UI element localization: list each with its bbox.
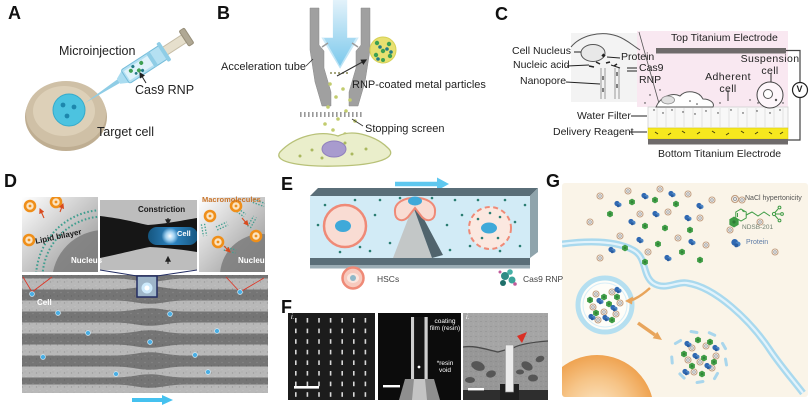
panel-b-letter: B [217,3,230,23]
nucleic-acid-label: Nucleic acid [513,59,570,71]
nanopore-label: Nanopore [520,75,567,87]
adherent-cell-label: Adherent cell [705,71,751,95]
voltmeter-label: V [796,83,803,94]
f-sub-label-2: i. [466,314,470,321]
macromolecules-label: Macromolecules [202,195,261,204]
scale-bar [294,386,319,389]
sem-zoom-lines [22,276,265,293]
cell-sem-label: Cell [37,298,52,307]
nanostraw-array-image [288,313,375,400]
cell-nucleus-label: Cell Nucleus [512,45,571,57]
stopping-screen-label: Stopping screen [365,123,445,135]
label-pointer-lines-c [565,51,647,133]
scale-bar [468,388,484,391]
acceleration-tube-icon [309,0,371,107]
ndsb-legend-label: NDSB-201 [742,224,774,231]
hscs-legend-label: HSCs [377,274,400,284]
uptake-arrow-icon [631,287,651,302]
panel-g-letter: G [546,171,561,191]
nucleus-right-label: Nucleus [238,256,270,265]
rnp-pointer-arrow [336,59,368,77]
f-sub-label-1: i. [291,314,295,321]
hsc-legend-icon [341,266,365,290]
microfluidic-channel-illustration [310,188,538,269]
top-electrode-label: Top Titanium Electrode [671,32,778,44]
filter-layer [647,106,789,129]
panel-e-letter: E [281,174,294,194]
sem-channel-image [22,269,268,393]
nanopore-inset-bg [571,33,637,102]
panel-a-letter: A [8,3,21,23]
microinjection-label: Microinjection [59,44,136,58]
zoom-line [638,31,661,108]
reagent-layer [647,127,789,140]
ndsb-structure-icon [735,205,784,223]
cell-channel-label: Cell [177,229,191,238]
coating-film-label: coating film (resin) [429,318,461,333]
cas9-pointer-arrow [139,71,147,84]
scale-bar [383,385,400,388]
target-cell-illustration [25,81,107,151]
nucleus-left-label: Nucleus [71,256,103,265]
nanopore-inset [570,33,641,99]
permeabilized-cell [468,206,512,250]
adherent-cell-icon [655,90,729,108]
panel-f-letter: F [281,297,292,317]
nanostraw-cell-tem-image [463,313,548,400]
red-arrowhead-icon [517,332,527,343]
stopping-screen-icon [300,112,362,117]
molecule-specks-c [644,89,784,104]
release-arrow-icon [636,321,657,337]
nacl-legend-icon [730,194,740,204]
circuit-wires [786,49,801,141]
itop-illustration [562,183,808,397]
acceleration-tube-label: Acceleration tube [221,61,306,73]
electrode-top [656,48,786,54]
flow-arrow-icon-d [132,395,173,405]
syringe-icon [85,27,194,103]
suspension-cell-label: Suspension cell [740,53,800,77]
panel-c-letter: C [495,4,508,24]
voltmeter-icon [791,81,809,99]
cas9-legend-icon [498,269,517,286]
macromolecule-release-illustration [199,197,265,272]
tube-pointer-line [305,58,314,67]
cell-illustration-b [278,132,392,167]
screen-pointer-line [351,118,364,127]
vesicle-icon [575,275,635,335]
cas9-rnp-label-c: Cas9 RNP [639,62,664,86]
nucleus-icon [562,355,654,397]
bottom-electrode-label: Bottom Titanium Electrode [658,148,782,160]
protein-legend-label: Protein [746,239,769,246]
rnp-particle-icon [369,36,397,64]
target-cell-label: Target cell [97,125,154,139]
resin-void-label: *resin void [436,360,454,375]
electrode-bottom [648,139,788,145]
nacl-legend-label: NaCl hypertonicity [745,195,802,202]
flow-arrow-icon-e [395,177,449,191]
delivery-reagent-label: Delivery Reagent [553,126,634,138]
rnp-coated-particles-label: RNP-coated metal particles [352,79,486,91]
panel-d-letter: D [4,171,17,191]
constriction-label: Constriction [138,205,186,214]
lipid-bilayer-illustration [22,197,98,272]
protein-label-c: Protein [621,51,655,63]
suspension-cell-icon [756,73,784,109]
constriction-illustration [100,200,197,270]
water-filter-label: Water Filter [577,110,631,122]
cas9-rnp-label-a: Cas9 RNP [135,83,195,97]
cas9-legend-label: Cas9 RNP [523,274,564,284]
sem-cells [29,289,243,377]
nanostraw-crosssection-image [378,313,461,400]
